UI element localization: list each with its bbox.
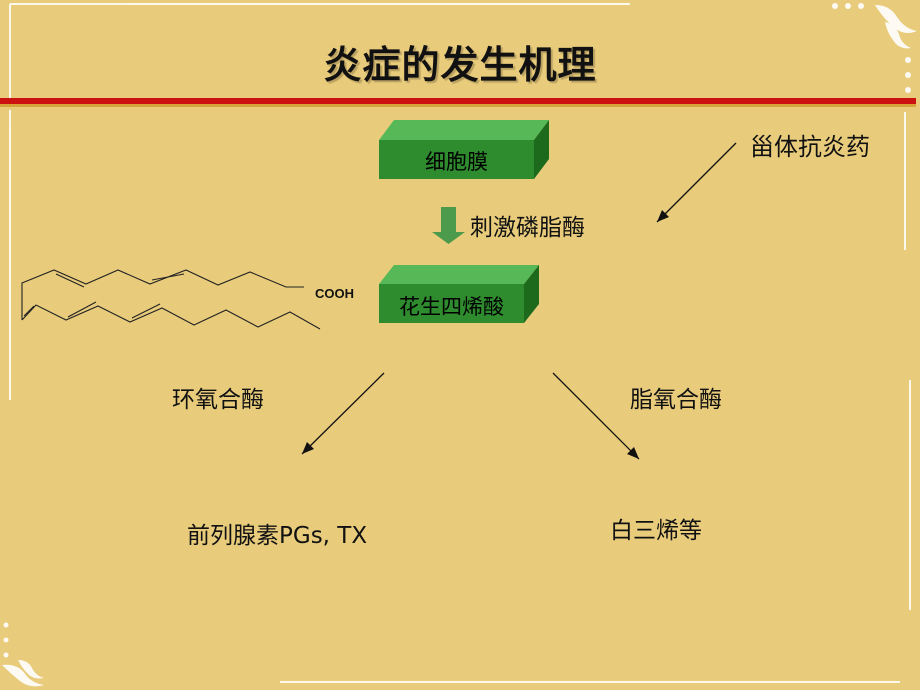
membrane-label: 细胞膜 xyxy=(425,150,488,174)
lox-arrow xyxy=(552,372,640,460)
page-title: 炎症的发生机理 xyxy=(323,43,597,87)
arachidonic-acid-label: 花生四烯酸 xyxy=(399,295,504,319)
frame-decoration xyxy=(9,3,911,683)
cox-label: 环氧合酶 xyxy=(172,387,264,413)
corner-ornament-top-right xyxy=(832,3,917,93)
steroid-arrow xyxy=(656,142,737,223)
down-arrow xyxy=(432,207,465,244)
arrows xyxy=(301,142,737,460)
cooh-label: COOH xyxy=(315,286,354,301)
cox-arrow xyxy=(301,372,385,455)
stimulus-enzyme-label: 刺激磷脂酶 xyxy=(470,215,585,241)
molecule-structure xyxy=(21,269,321,330)
corner-ornament-bottom-left xyxy=(2,622,44,687)
leukotrienes-label: 白三烯等 xyxy=(610,518,702,544)
membrane-box xyxy=(379,120,549,179)
lox-label: 脂氧合酶 xyxy=(630,387,722,413)
title-bar xyxy=(0,98,916,104)
arrow-heads xyxy=(302,210,669,459)
steroid-label: 甾体抗炎药 xyxy=(750,133,870,161)
arachidonic-acid-box xyxy=(379,265,539,323)
prostaglandins-label: 前列腺素PGs, TX xyxy=(187,523,368,549)
